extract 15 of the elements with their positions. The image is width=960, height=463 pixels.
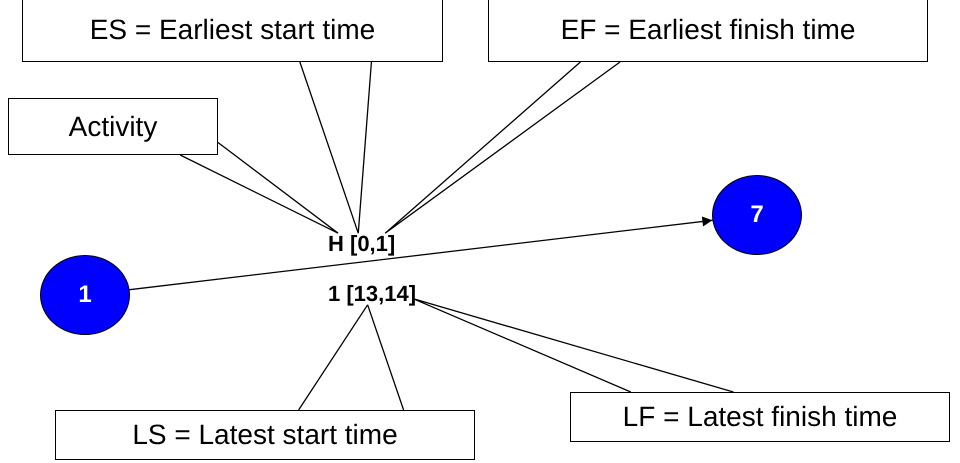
callout-box: LF = Latest finish time bbox=[570, 392, 950, 442]
leader-line bbox=[180, 142, 339, 234]
callout-box: ES = Earliest start time bbox=[22, 0, 443, 62]
event-circle: 7 bbox=[712, 175, 802, 255]
activity-label: H [0,1] bbox=[328, 232, 396, 256]
callout-box: Activity bbox=[8, 98, 218, 155]
callout-box: LS = Latest start time bbox=[55, 410, 475, 460]
arrow bbox=[130, 216, 712, 290]
event-circle: 1 bbox=[40, 255, 130, 335]
leader-line bbox=[412, 298, 734, 393]
callout-box: EF = Earliest finish time bbox=[488, 0, 928, 62]
leader-line bbox=[299, 61, 372, 234]
leader-line bbox=[384, 61, 621, 234]
leader-line bbox=[298, 304, 404, 411]
time-label: 1 [13,14] bbox=[328, 282, 416, 306]
